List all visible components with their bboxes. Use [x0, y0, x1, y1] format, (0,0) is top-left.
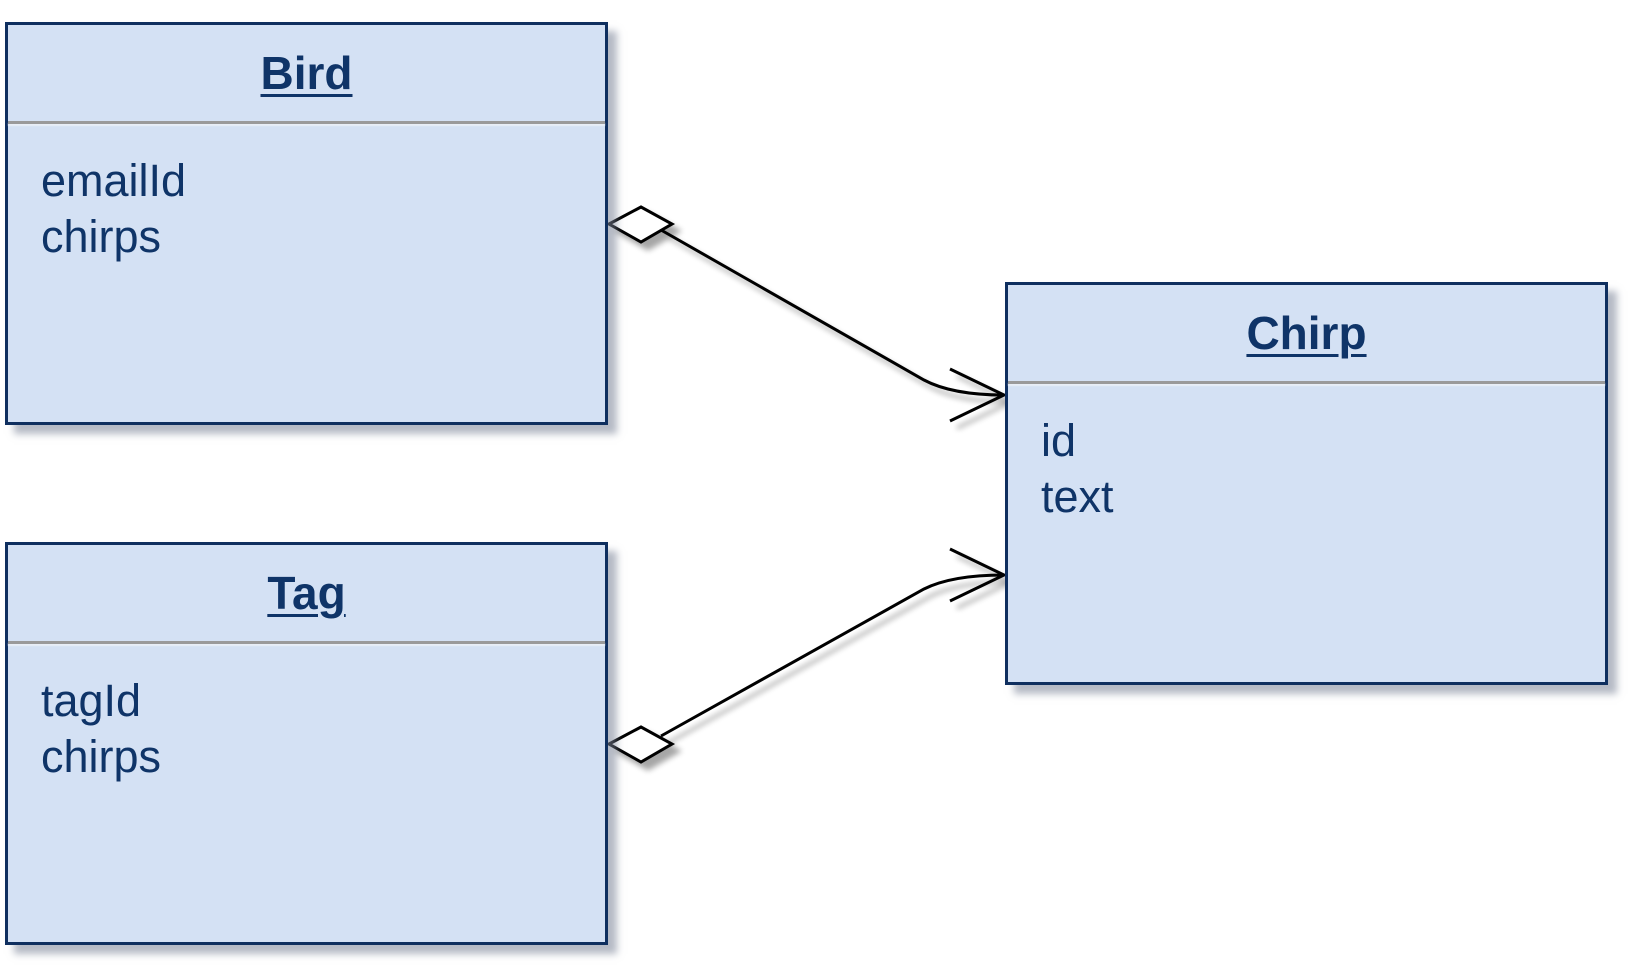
attribute-list-tag: tagId chirps	[41, 673, 161, 785]
aggregation-diamond-icon	[605, 725, 676, 764]
attribute-list-chirp: id text	[1041, 413, 1114, 525]
class-divider	[8, 641, 605, 644]
aggregation-diamond-icon	[605, 205, 676, 244]
relation-tag-chirp	[605, 547, 1008, 764]
attribute-id: id	[1041, 415, 1077, 466]
attribute-chirps: chirps	[41, 211, 162, 262]
class-name-chirp: Chirp	[1246, 307, 1367, 359]
class-name-tag: Tag	[267, 567, 346, 619]
relation-bird-chirp	[605, 205, 1008, 423]
class-box-bird[interactable]: Bird emailId chirps	[5, 22, 608, 425]
class-box-chirp[interactable]: Chirp id text	[1005, 282, 1608, 685]
attribute-emailid: emailId	[41, 155, 187, 206]
class-name-bird: Bird	[260, 47, 353, 99]
class-box-tag[interactable]: Tag tagId chirps	[5, 542, 608, 945]
attribute-list-bird: emailId chirps	[41, 153, 186, 265]
association-line	[660, 573, 1005, 738]
attribute-tagid: tagId	[41, 675, 142, 726]
attribute-chirps: chirps	[41, 731, 162, 782]
association-line	[660, 228, 1005, 397]
attribute-text: text	[1041, 471, 1114, 522]
class-divider	[8, 121, 605, 124]
crow-foot-many-icon	[949, 547, 1008, 603]
class-divider	[1008, 381, 1605, 384]
crow-foot-many-icon	[949, 367, 1008, 423]
